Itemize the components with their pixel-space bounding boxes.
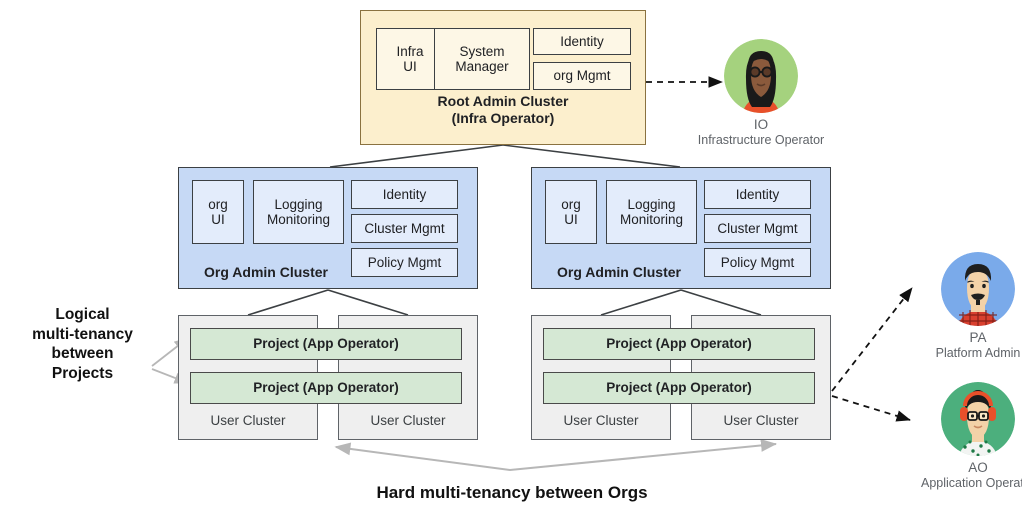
persona-pa-initials: PA (969, 330, 987, 345)
persona-io-role: Infrastructure Operator (697, 132, 825, 147)
logical-multitenancy-label: Logical multi-tenancy between Projects (32, 306, 133, 382)
persona-ao: AO Application Operator (903, 382, 1022, 491)
org-right-chip-org-ui-label: org UI (561, 196, 581, 227)
root-to-org-connectors (329, 144, 681, 168)
org-left-chip-logging-monitoring[interactable]: Logging Monitoring (253, 180, 344, 244)
org-right-chip-policy-mgmt[interactable]: Policy Mgmt (704, 248, 811, 277)
org-right-chip-identity[interactable]: Identity (704, 180, 811, 209)
persona-ao-initials: AO (968, 460, 988, 475)
root-cluster-title-line2: (Infra Operator) (451, 110, 555, 126)
org-left-chip-org-ui[interactable]: org UI (192, 180, 244, 244)
woman-headphones-avatar-icon (941, 382, 1015, 456)
project-right-1-label: Project (App Operator) (606, 336, 752, 352)
project-left-1-label: Project (App Operator) (253, 336, 399, 352)
org-left-chip-identity-label: Identity (382, 186, 427, 202)
org-left-chip-logging-monitoring-label: Logging Monitoring (266, 196, 331, 227)
org-admin-cluster-right-title: Org Admin Cluster (557, 264, 681, 280)
org-right-chip-logging-monitoring-label: Logging Monitoring (619, 196, 684, 227)
root-chip-infra-ui-label: Infra UI (396, 43, 424, 74)
org-admin-cluster-left-title: Org Admin Cluster (204, 264, 328, 280)
root-chip-system-manager[interactable]: System Manager (434, 28, 530, 90)
persona-io: IO Infrastructure Operator (686, 39, 836, 148)
project-left-2[interactable]: Project (App Operator) (190, 372, 462, 404)
persona-ao-role: Application Operator (921, 475, 1022, 490)
org-left-chip-cluster-mgmt-label: Cluster Mgmt (364, 220, 445, 236)
org-right-chip-cluster-mgmt[interactable]: Cluster Mgmt (704, 214, 811, 243)
user-cluster-right-2-label: User Cluster (723, 413, 799, 428)
org-right-chip-logging-monitoring[interactable]: Logging Monitoring (606, 180, 697, 244)
woman-glasses-avatar-icon (724, 39, 798, 113)
persona-pa-role: Platform Admin (935, 345, 1021, 360)
man-mustache-avatar-icon (941, 252, 1015, 326)
org-right-chip-org-ui[interactable]: org UI (545, 180, 597, 244)
arrow-hard-tenancy (334, 439, 777, 472)
org-left-chip-org-ui-label: org UI (208, 196, 228, 227)
root-chip-identity[interactable]: Identity (533, 28, 631, 55)
user-cluster-right-1-label: User Cluster (563, 413, 639, 428)
arrow-project-to-pa (831, 287, 913, 392)
org-to-user-connectors-right (600, 289, 762, 316)
root-chip-system-manager-label: System Manager (455, 43, 509, 74)
root-chip-identity-label: Identity (560, 33, 604, 49)
org-right-chip-policy-mgmt-label: Policy Mgmt (720, 254, 795, 270)
org-right-chip-identity-label: Identity (735, 186, 780, 202)
user-cluster-left-1-label: User Cluster (210, 413, 286, 428)
project-left-2-label: Project (App Operator) (253, 380, 399, 396)
root-cluster-title-line1: Root Admin Cluster (437, 93, 569, 109)
persona-io-initials: IO (753, 117, 769, 132)
root-chip-org-mgmt-label: org Mgmt (553, 68, 611, 84)
org-left-chip-identity[interactable]: Identity (351, 180, 458, 209)
project-right-2-label: Project (App Operator) (606, 380, 752, 396)
org-right-chip-cluster-mgmt-label: Cluster Mgmt (717, 220, 798, 236)
org-left-chip-cluster-mgmt[interactable]: Cluster Mgmt (351, 214, 458, 243)
project-right-2[interactable]: Project (App Operator) (543, 372, 815, 404)
project-right-1[interactable]: Project (App Operator) (543, 328, 815, 360)
org-left-chip-policy-mgmt[interactable]: Policy Mgmt (351, 248, 458, 277)
project-left-1[interactable]: Project (App Operator) (190, 328, 462, 360)
root-chip-org-mgmt[interactable]: org Mgmt (533, 62, 631, 90)
persona-pa: PA Platform Admin (903, 252, 1022, 361)
user-cluster-left-2-label: User Cluster (370, 413, 446, 428)
org-to-user-connectors-left (247, 289, 409, 316)
arrow-project-to-ao (831, 395, 911, 422)
org-left-chip-policy-mgmt-label: Policy Mgmt (367, 254, 442, 270)
hard-multitenancy-label: Hard multi-tenancy between Orgs (376, 483, 648, 502)
